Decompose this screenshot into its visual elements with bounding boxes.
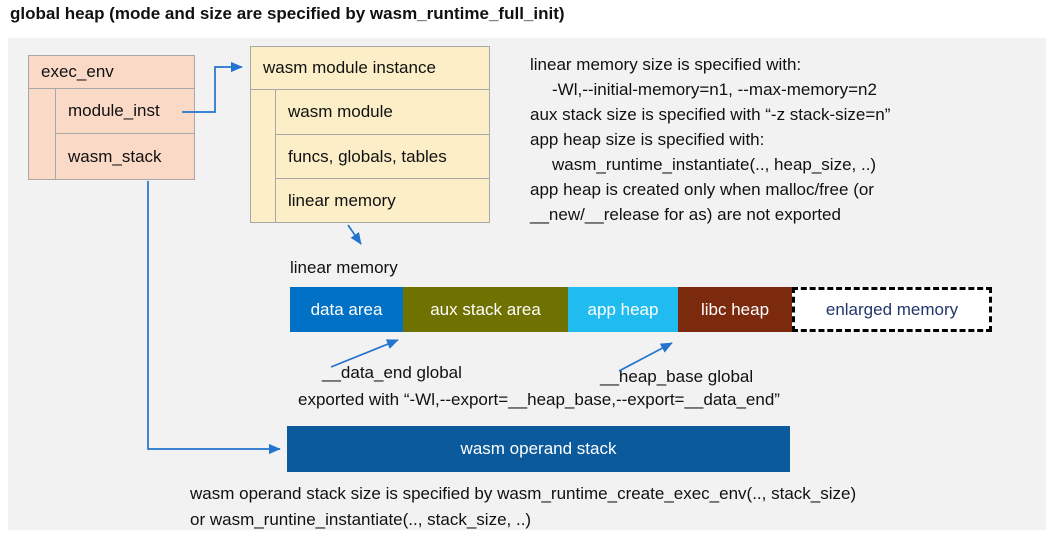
exec-env-spine: [28, 88, 56, 180]
note-line: -Wl,--initial-memory=n1, --max-memory=n2: [552, 80, 877, 99]
note-line: __new/__release for as) are not exported: [530, 205, 841, 224]
memory-size-notes: linear memory size is specified with: -Wl…: [530, 52, 890, 227]
data-end-global-label: __data_end global: [322, 363, 462, 382]
diagram-title: global heap (mode and size are specified…: [10, 4, 565, 23]
memory-segment-app-heap: app heap: [568, 287, 678, 332]
heap-base-global-label: __heap_base global: [600, 367, 754, 386]
funcs-globals-tables-label: funcs, globals, tables: [288, 147, 447, 166]
memory-segment-data-area: data area: [290, 287, 403, 332]
note-line: linear memory size is specified with:: [530, 55, 802, 74]
export-flags-label: exported with “-Wl,--export=__heap_base,…: [298, 390, 780, 409]
wasm-module-instance-spine: [250, 89, 276, 223]
wasm-module-instance-label: wasm module instance: [263, 58, 436, 77]
wasm-operand-stack-bar: wasm operand stack: [287, 426, 790, 472]
wasm-module-box: wasm module: [275, 89, 490, 135]
wasm-module-instance-box: wasm module instance: [250, 46, 490, 90]
wasm-stack-box: wasm_stack: [55, 133, 195, 180]
note-line: aux stack size is specified with “-z sta…: [530, 105, 891, 124]
exec-env-box: exec_env: [28, 55, 195, 89]
linear-memory-row-label: linear memory: [288, 191, 396, 210]
linear-memory-bar-title: linear memory: [290, 258, 398, 277]
operand-stack-note-line1: wasm operand stack size is specified by …: [190, 484, 857, 503]
module-inst-box: module_inst: [55, 88, 195, 134]
note-line: wasm_runtime_instantiate(.., heap_size, …: [552, 155, 877, 174]
linear-memory-row-box: linear memory: [275, 178, 490, 223]
operand-stack-note-line2: or wasm_runtine_instantiate(.., stack_si…: [190, 510, 532, 529]
wasm-operand-stack-label: wasm operand stack: [460, 439, 617, 458]
operand-stack-notes: wasm operand stack size is specified by …: [190, 481, 856, 533]
memory-segment-aux-stack-area: aux stack area: [403, 287, 568, 332]
memory-segment-enlarged-memory: enlarged memory: [792, 287, 992, 332]
wasm-stack-label: wasm_stack: [68, 147, 162, 166]
module-inst-label: module_inst: [68, 101, 160, 120]
funcs-globals-tables-box: funcs, globals, tables: [275, 134, 490, 179]
note-line: app heap size is specified with:: [530, 130, 765, 149]
exec-env-label: exec_env: [41, 62, 114, 81]
wasm-module-label: wasm module: [288, 102, 393, 121]
note-line: app heap is created only when malloc/fre…: [530, 180, 874, 199]
memory-segment-libc-heap: libc heap: [678, 287, 792, 332]
